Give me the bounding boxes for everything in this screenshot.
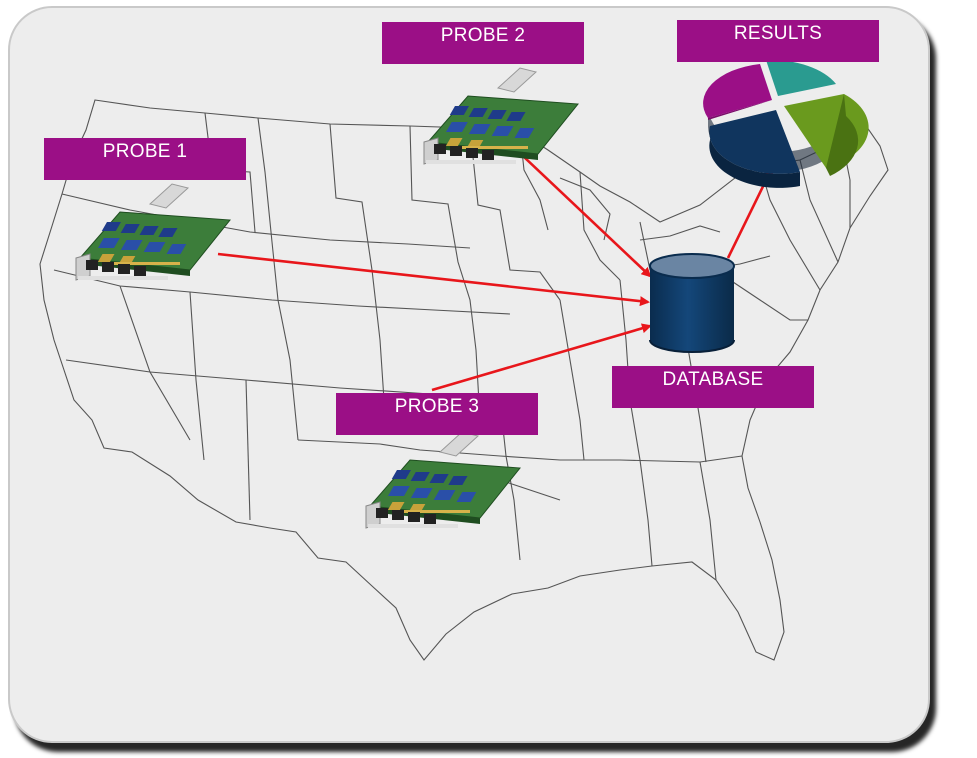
arrow-probe3-to-database [431, 323, 652, 392]
results-label: RESULTS [677, 20, 879, 62]
pie-chart-icon [703, 59, 869, 188]
probe2-label: PROBE 2 [382, 22, 584, 64]
database-cylinder-icon [649, 253, 735, 353]
network-probe-card-icon [75, 183, 231, 281]
arrow-probe1-to-database [217, 252, 650, 307]
database-label: DATABASE [612, 366, 814, 408]
arrow-probe2-to-database [505, 139, 652, 278]
probe3-label: PROBE 3 [336, 393, 538, 435]
network-probe-card-icon [423, 67, 579, 165]
probe1-label: PROBE 1 [44, 138, 246, 180]
network-probe-card-icon [365, 431, 521, 529]
